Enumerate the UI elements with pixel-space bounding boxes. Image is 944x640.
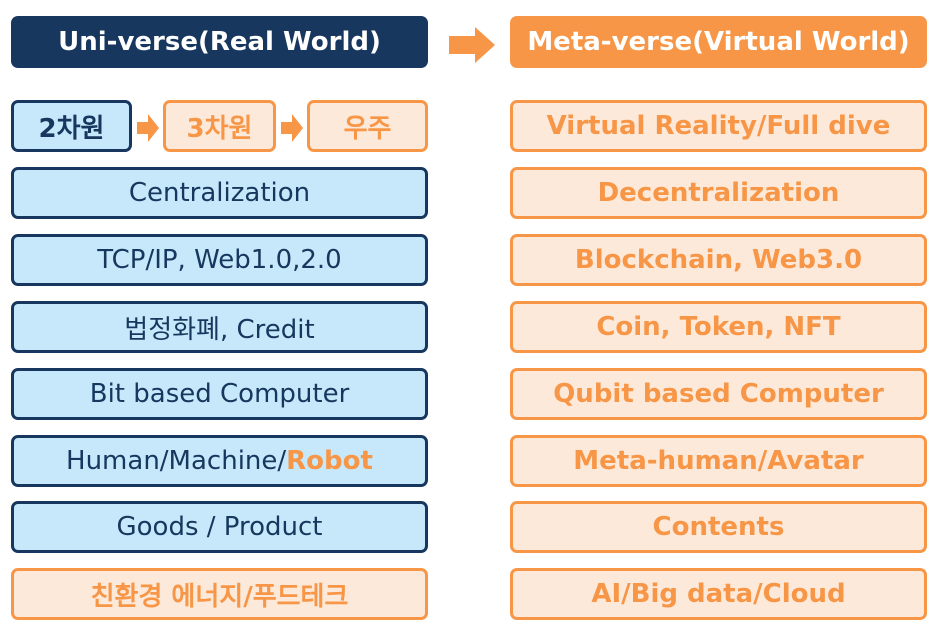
left-box-label: TCP/IP, Web1.0,2.0 (97, 245, 342, 275)
right-box-decentralization: Decentralization (510, 167, 927, 219)
arrow-right-icon (281, 114, 303, 142)
right-box-contents: Contents (510, 501, 927, 553)
right-box-label: Virtual Reality/Full dive (546, 111, 891, 141)
arrow-right-icon (137, 114, 159, 142)
left-box-human-machine-robot: Human/Machine/Robot (11, 435, 428, 487)
universe-header: Uni-verse(Real World) (11, 16, 428, 68)
right-box-coin-token: Coin, Token, NFT (510, 301, 927, 353)
right-box-label: AI/Big data/Cloud (591, 579, 846, 609)
step-space: 우주 (307, 100, 428, 152)
left-box-centralization: Centralization (11, 167, 428, 219)
step-space-label: 우주 (343, 113, 392, 144)
left-box-label: 친환경 에너지/푸드테크 (90, 581, 349, 612)
right-box-blockchain: Blockchain, Web3.0 (510, 234, 927, 286)
right-box-label: Coin, Token, NFT (596, 312, 841, 342)
left-box-eco-energy-foodtech: 친환경 에너지/푸드테크 (11, 568, 428, 620)
left-box-bit-computer: Bit based Computer (11, 368, 428, 420)
right-box-meta-human: Meta-human/Avatar (510, 435, 927, 487)
right-box-label: Blockchain, Web3.0 (574, 245, 863, 275)
arrow-right-icon (449, 27, 495, 63)
step-3d-label: 3차원 (186, 113, 253, 144)
left-box-label: Goods / Product (116, 512, 323, 542)
left-box-label: 법정화폐, Credit (124, 314, 315, 345)
left-box-label: Centralization (128, 178, 311, 208)
left-box-fiat-currency: 법정화폐, Credit (11, 301, 428, 353)
robot-accent-label: Robot (286, 446, 373, 476)
right-box-label: Meta-human/Avatar (573, 446, 864, 476)
step-2d-label: 2차원 (38, 113, 105, 144)
step-3d: 3차원 (163, 100, 276, 152)
left-box-goods-product: Goods / Product (11, 501, 428, 553)
right-box-virtual-reality: Virtual Reality/Full dive (510, 100, 927, 152)
right-box-qubit-computer: Qubit based Computer (510, 368, 927, 420)
right-box-label: Decentralization (597, 178, 840, 208)
left-box-label: Human/Machine/ (66, 446, 287, 476)
metaverse-header: Meta-verse(Virtual World) (510, 16, 927, 68)
step-2d: 2차원 (11, 100, 132, 152)
right-box-label: Contents (652, 512, 785, 542)
left-box-label: Bit based Computer (89, 379, 350, 409)
left-box-tcp-ip: TCP/IP, Web1.0,2.0 (11, 234, 428, 286)
right-box-ai-bigdata-cloud: AI/Big data/Cloud (510, 568, 927, 620)
right-box-label: Qubit based Computer (553, 379, 884, 409)
